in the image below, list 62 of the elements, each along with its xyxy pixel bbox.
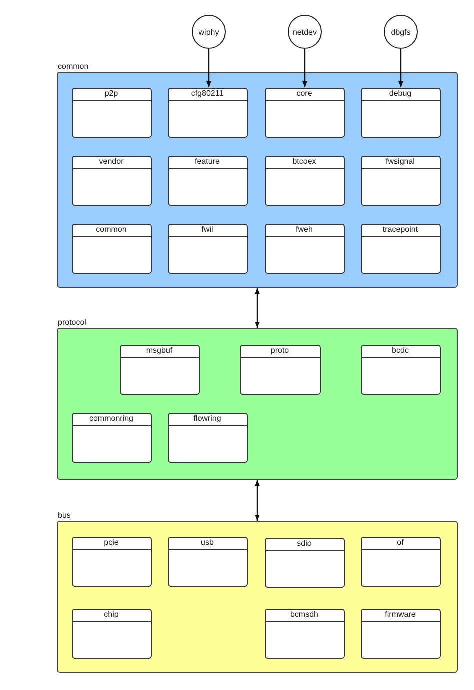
module-box: [264, 88, 344, 138]
module-box: [168, 88, 248, 138]
layer-heading: protocol: [58, 318, 86, 327]
arrow: [206, 49, 212, 88]
module-box: [120, 344, 200, 394]
module-box: [72, 536, 152, 586]
arrow: [302, 49, 308, 88]
module-name: vendor: [99, 156, 124, 166]
module-name: pcie: [104, 538, 119, 548]
module-box: [72, 224, 152, 274]
module-name: netdev: [292, 28, 318, 36]
module-box: [240, 344, 320, 394]
module-box: [72, 608, 152, 658]
module-box: [264, 156, 344, 206]
module-name: common: [96, 224, 127, 234]
module-box: [72, 156, 152, 206]
module-name: p2p: [104, 88, 118, 98]
module-name: firmware: [385, 610, 416, 620]
module-name: fwil: [202, 224, 214, 234]
module-name: wiphy: [198, 28, 220, 36]
circle-node: [288, 15, 322, 49]
module-name: fweh: [296, 224, 313, 234]
module-name: usb: [201, 538, 214, 548]
module-box: [360, 344, 440, 394]
module-name: sdio: [297, 538, 312, 548]
arrow: [398, 49, 404, 88]
module-box: [360, 224, 440, 274]
circle-node: [192, 15, 226, 49]
module-name: chip: [104, 610, 119, 620]
module-name: feature: [195, 156, 220, 166]
module-box: [360, 608, 440, 658]
module-name: btcoex: [292, 156, 316, 166]
layer-heading: bus: [58, 511, 71, 520]
module-name: flowring: [194, 414, 222, 424]
module-box: [72, 88, 152, 138]
module-box: [168, 156, 248, 206]
module-name: cfg80211: [191, 88, 224, 98]
module-name: debug: [389, 88, 412, 98]
module-box: [168, 224, 248, 274]
module-name: proto: [270, 346, 290, 356]
module-box: [360, 156, 440, 206]
module-name: of: [397, 538, 404, 548]
layer-heading: common: [58, 62, 89, 71]
module-name: core: [296, 88, 312, 98]
module-name: tracepoint: [382, 224, 418, 234]
arrow: [255, 480, 260, 521]
module-name: dbgfs: [391, 28, 411, 36]
module-name: bcmsdh: [290, 610, 318, 620]
module-box: [168, 412, 248, 462]
module-box: [264, 224, 344, 274]
module-box: [264, 608, 344, 658]
module-name: msgbuf: [146, 346, 173, 356]
module-box: [360, 536, 440, 586]
module-box: [264, 538, 344, 588]
module-box: [168, 536, 248, 586]
module-name: fwsignal: [386, 156, 415, 166]
module-box: [360, 88, 440, 138]
circle-node: [384, 15, 418, 49]
module-box: [72, 412, 152, 462]
module-name: bcdc: [392, 346, 409, 356]
module-name: commonring: [89, 414, 134, 424]
arrow: [255, 288, 260, 328]
